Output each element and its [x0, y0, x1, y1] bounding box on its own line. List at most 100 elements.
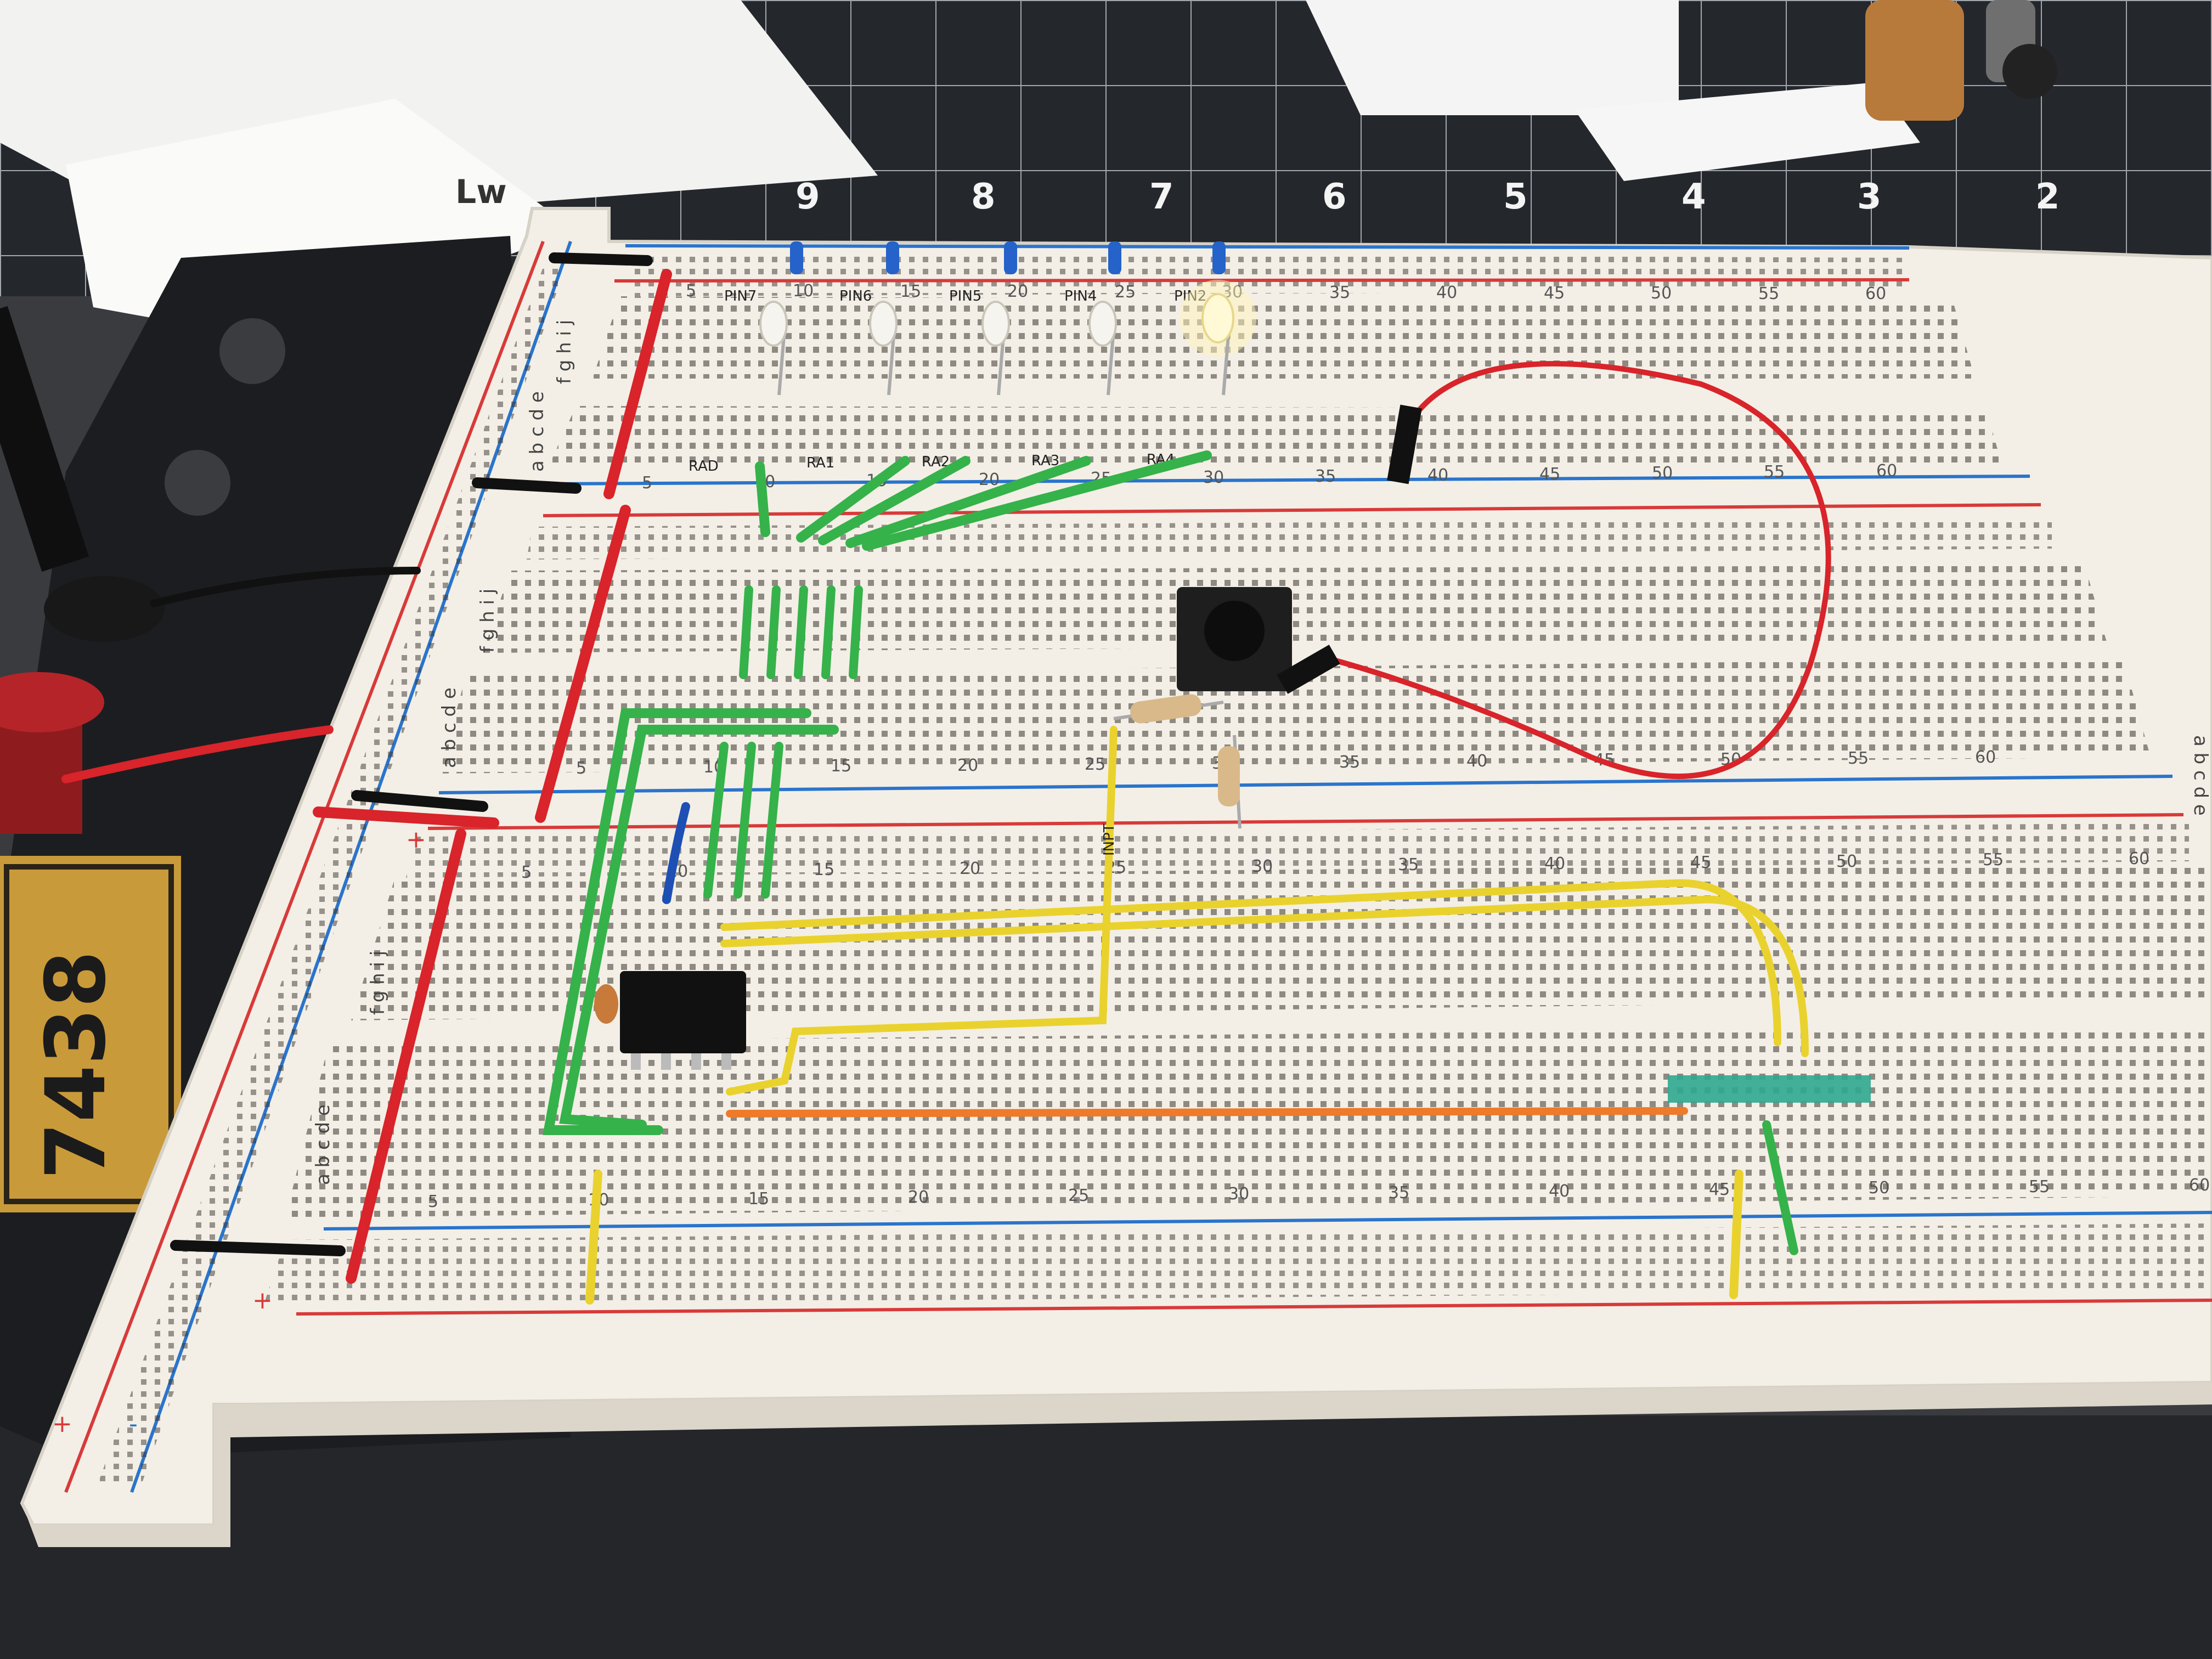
column-number: 30	[1228, 1184, 1249, 1204]
column-number: 55	[1758, 284, 1779, 303]
green-wire	[818, 456, 970, 545]
column-number: 60	[2129, 849, 2149, 868]
green-wire	[821, 585, 836, 679]
alligator-clips	[1865, 0, 2057, 121]
black-wire	[170, 1240, 346, 1256]
ruler-number: 3	[1857, 177, 1882, 217]
column-number: 60	[1975, 748, 1996, 767]
row-letters: a b c d e	[526, 391, 548, 472]
resistor	[1218, 746, 1240, 806]
polarity-plus: +	[52, 1410, 72, 1438]
column-number: 15	[831, 757, 851, 776]
black-wire	[150, 567, 421, 607]
green-wire	[755, 461, 770, 537]
column-number: 5	[642, 473, 652, 493]
column-number: 30	[1203, 468, 1224, 487]
yellow-wire	[726, 726, 1118, 1096]
column-number: 20	[908, 1188, 929, 1207]
yellow-wire	[585, 1170, 602, 1305]
brass-label-plate: 7438	[0, 856, 181, 1212]
leds	[759, 241, 1256, 396]
polarity-plus: +	[252, 1286, 273, 1314]
column-number: 15	[748, 1189, 769, 1209]
green-wire	[766, 585, 781, 679]
row-letters: f g h i j	[554, 320, 575, 384]
ruler-number: 4	[1681, 177, 1706, 217]
green-wire	[559, 725, 839, 1130]
paper-note-text: Lw	[455, 173, 507, 211]
column-number: 40	[1427, 466, 1448, 485]
column-number: 45	[1539, 465, 1560, 484]
green-wire	[739, 585, 753, 679]
push-button[interactable]	[1177, 587, 1292, 691]
ruler-number: 7	[1149, 177, 1174, 217]
column-number: 25	[1115, 283, 1136, 302]
row-letters: f g h i j	[367, 951, 389, 1015]
column-number: 35	[1329, 283, 1350, 302]
green-wire	[703, 742, 729, 899]
lower-label: RA3	[1031, 453, 1059, 469]
green-wire	[761, 742, 783, 899]
ruler-number: 9	[795, 177, 820, 217]
column-number: 40	[1466, 752, 1487, 771]
led-label: PIN5	[949, 288, 981, 304]
ruler-number: 5	[1503, 177, 1528, 217]
row-letters: a b c d e	[2190, 735, 2211, 816]
column-number: 50	[1651, 284, 1672, 303]
column-number: 60	[2189, 1176, 2210, 1195]
led	[869, 241, 899, 396]
black-wire	[549, 252, 653, 266]
red-wire	[313, 806, 499, 828]
lower-label: RAD	[689, 458, 719, 475]
column-number: 45	[1709, 1180, 1730, 1199]
column-number: 50	[1869, 1178, 1889, 1198]
plate-text: 7438	[29, 951, 124, 1180]
led-label: PIN4	[1064, 288, 1097, 304]
column-number: 55	[2029, 1177, 2050, 1197]
ic-chip	[594, 971, 746, 1070]
column-number: 40	[1544, 854, 1565, 873]
green-wire	[845, 456, 1091, 548]
column-number: 60	[1865, 284, 1886, 303]
ruler-number: 2	[2035, 177, 2060, 217]
column-number: 55	[1848, 749, 1869, 768]
led-label: PIN6	[839, 288, 872, 304]
lower-label: RA1	[806, 455, 834, 471]
column-number: 15	[900, 282, 921, 301]
column-number: 55	[1764, 462, 1785, 482]
column-number: 25	[1068, 1186, 1089, 1205]
column-number: 20	[960, 859, 980, 878]
polarity-plus: +	[406, 826, 426, 854]
black-wire	[351, 790, 488, 812]
lower-labels: RAD RA1 RA2 RA3 RA4	[689, 452, 1175, 475]
row-letters: a b c d e	[312, 1104, 334, 1185]
green-wire	[796, 456, 910, 543]
resistors	[1113, 694, 1242, 829]
column-number: 5	[686, 281, 696, 301]
red-jumper-cable	[1325, 360, 1831, 780]
column-number: 20	[1007, 282, 1028, 301]
led-label: PIN7	[724, 288, 757, 304]
led	[1088, 241, 1121, 396]
green-wire	[543, 708, 811, 1135]
ruler-number: 8	[971, 177, 996, 217]
led-array	[1668, 1075, 1871, 1103]
green-wire	[1762, 1120, 1798, 1255]
paper-notes: Lw	[0, 0, 2212, 417]
green-wire	[794, 585, 808, 679]
row-letters: f g h i j	[477, 589, 499, 653]
column-number: 50	[1836, 852, 1857, 871]
binding-posts	[0, 306, 165, 834]
polarity-minus: -	[129, 1410, 138, 1438]
column-number: 20	[979, 470, 1000, 489]
breadboard: + + + - f g h i j a b c d e f g h i j a …	[20, 207, 2212, 1547]
red-wire	[346, 828, 466, 1284]
jumper-wires	[61, 252, 1831, 1305]
yellow-wire	[720, 879, 1781, 1046]
column-number: 30	[1252, 857, 1273, 876]
blue-wire	[662, 802, 690, 904]
column-number: 5	[576, 759, 586, 778]
column-number: 60	[1876, 461, 1897, 481]
yellow-wire	[720, 895, 1809, 1057]
